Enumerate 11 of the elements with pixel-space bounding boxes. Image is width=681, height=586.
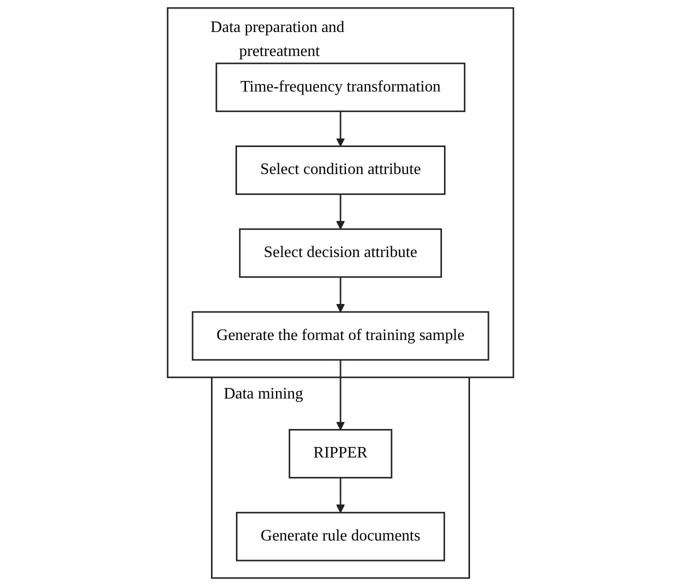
- arrow: [336, 478, 345, 514]
- node-box: Generate rule documents: [236, 512, 446, 562]
- arrow: [336, 194, 345, 230]
- node-box: Select decision attribute: [239, 228, 442, 278]
- arrow: [336, 277, 345, 312]
- node-box: Time-frequency transformation: [216, 62, 466, 112]
- arrow: [336, 360, 345, 430]
- arrow: [336, 111, 345, 147]
- node-box: RIPPER: [288, 429, 392, 478]
- node-box: Select condition attribute: [236, 146, 446, 195]
- node-box: Generate the format of training sample: [192, 311, 490, 361]
